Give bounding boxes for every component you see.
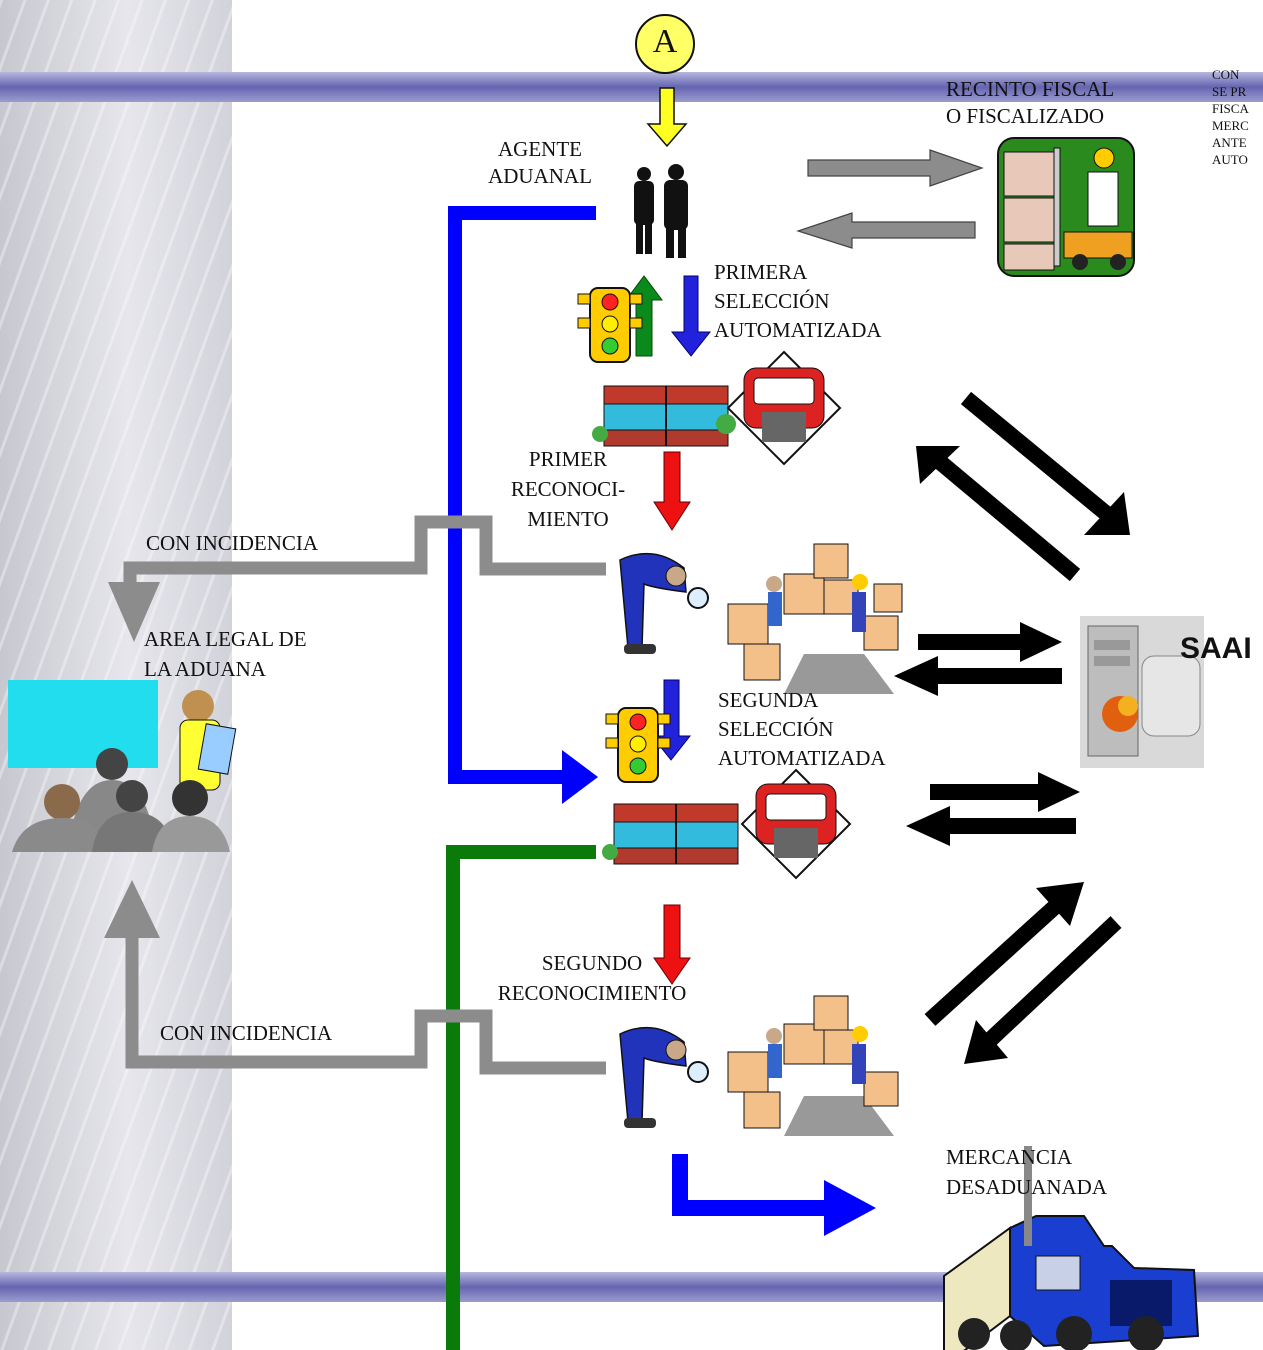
forklift-icon <box>997 137 1135 277</box>
blue-l-arrow <box>672 1154 876 1236</box>
primer-reconocimiento-label: PRIMER RECONOCI- MIENTO <box>510 447 626 531</box>
gray-arrowhead-down <box>108 582 160 642</box>
yellow-down-arrow <box>646 87 688 148</box>
businessmen-icon <box>634 164 688 258</box>
traffic-light-icon <box>605 707 671 783</box>
top-band <box>0 72 1263 102</box>
blue-path <box>448 206 598 804</box>
gray-incidence-path-1 <box>123 515 606 605</box>
side-panel <box>0 0 232 1350</box>
green-path <box>446 845 596 1350</box>
customs-booth-icon <box>592 385 736 447</box>
segundo-reconocimiento-label: SEGUNDO RECONOCIMIENTO <box>497 951 687 1005</box>
green-up-arrow <box>625 275 663 357</box>
saai-label: SAAI <box>1180 632 1252 665</box>
boxes-icon <box>727 543 903 694</box>
booth-truck-icon <box>726 350 842 466</box>
booth-truck-icon <box>740 768 852 880</box>
inspector-icon <box>619 552 709 654</box>
agente-aduanal-label: AGENTE ADUANAL <box>488 137 592 188</box>
red-down-arrow-2 <box>653 904 691 985</box>
boxes-icon <box>727 995 899 1136</box>
truck-icon <box>943 1146 1200 1350</box>
blue-down-arrow-1 <box>670 275 712 357</box>
segunda-seleccion-label: SEGUNDA SELECCIÓN AUTOMATIZADA <box>718 688 886 770</box>
meeting-icon <box>8 680 237 852</box>
gray-arrowhead-up <box>104 880 160 938</box>
connector-a <box>635 14 695 74</box>
inspector-icon <box>619 1026 709 1128</box>
con-incidencia-label-1: CON INCIDENCIA <box>146 531 319 555</box>
red-down-arrow-1 <box>653 451 691 531</box>
truncated-note: CON SE PR FISCA MERC ANTE AUTO <box>1212 67 1249 167</box>
gray-arrow-to-recinto <box>807 149 984 187</box>
area-legal-label: AREA LEGAL DE LA ADUANA <box>144 627 307 681</box>
recinto-fiscal-label: RECINTO FISCAL O FISCALIZADO <box>946 77 1115 128</box>
primera-seleccion-label: PRIMERA SELECCIÓN AUTOMATIZADA <box>714 260 882 342</box>
connector-a-label: A <box>652 23 678 60</box>
traffic-light-icon <box>577 287 643 363</box>
customs-booth-icon <box>602 803 739 865</box>
gray-arrow-from-recinto <box>796 212 976 249</box>
mercancia-desaduanada-label: MERCANCIA DESADUANADA <box>946 1145 1107 1199</box>
black-arrows-saai <box>894 391 1130 1064</box>
gray-incidence-path-2 <box>125 932 606 1075</box>
con-incidencia-label-2: CON INCIDENCIA <box>160 1021 333 1045</box>
server-icon <box>1080 616 1204 768</box>
